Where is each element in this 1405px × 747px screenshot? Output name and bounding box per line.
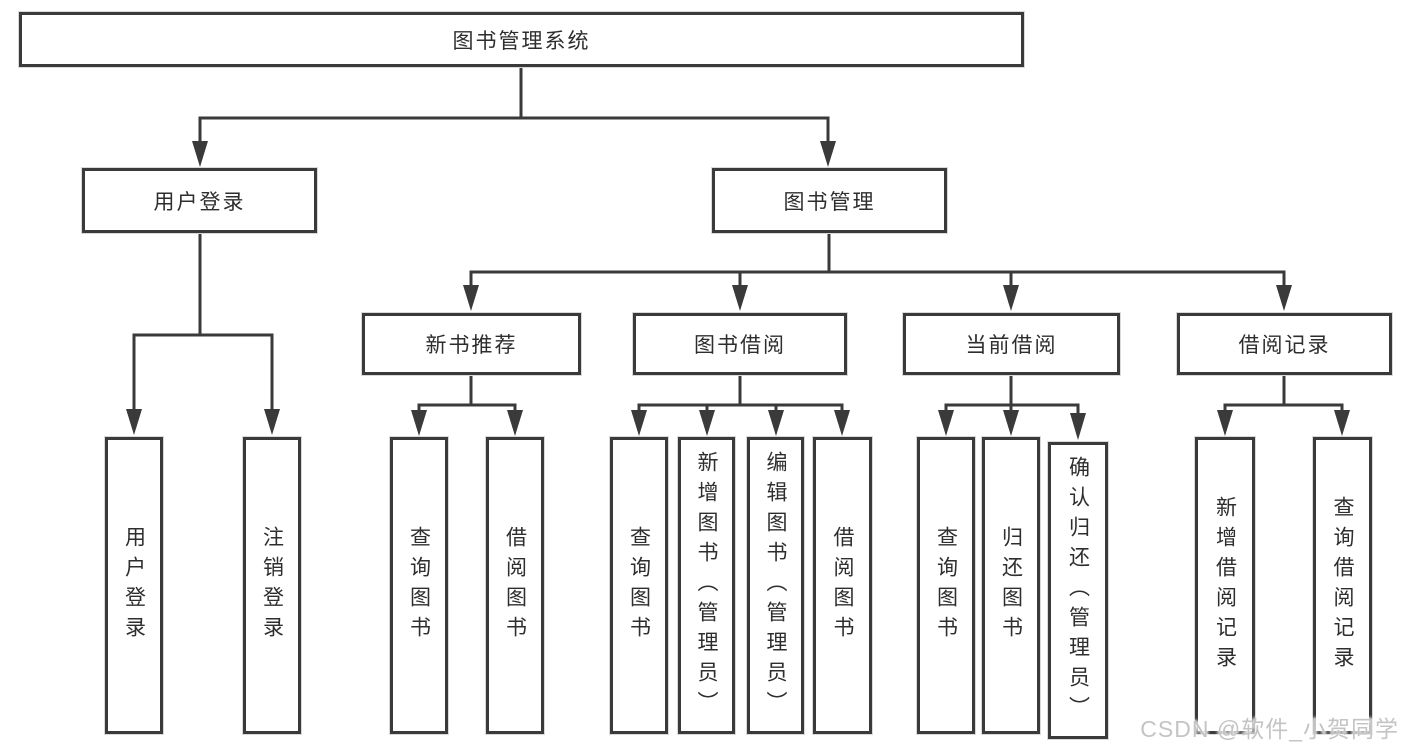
arrow-down-icon xyxy=(938,410,954,436)
arrow-down-icon xyxy=(507,410,523,436)
node-new-book-recommend: 新书推荐 xyxy=(362,313,581,375)
leaf-current-confirm-return-admin: 确认归还（管理员） xyxy=(1048,442,1108,739)
arrow-down-icon xyxy=(192,141,208,167)
leaf-label: 注销登录 xyxy=(260,525,284,646)
arrow-down-icon xyxy=(463,285,479,311)
node-user-login: 用户登录 xyxy=(82,168,317,233)
leaf-label: 查询图书 xyxy=(407,525,431,646)
leaf-recommend-borrow-books: 借阅图书 xyxy=(486,437,544,734)
arrow-down-icon xyxy=(732,285,748,311)
arrow-down-icon xyxy=(1070,413,1086,440)
leaf-borrow-borrow-books: 借阅图书 xyxy=(813,437,872,734)
arrowhead-icons xyxy=(126,141,1350,440)
arrow-down-icon xyxy=(1334,410,1350,436)
arrow-down-icon xyxy=(768,410,784,436)
leaf-records-query-record: 查询借阅记录 xyxy=(1313,437,1372,734)
arrow-down-icon xyxy=(1003,285,1019,311)
arrow-down-icon xyxy=(126,409,142,435)
leaf-label: 新增图书（管理员） xyxy=(695,450,718,721)
leaf-label: 借阅图书 xyxy=(503,525,527,646)
arrow-down-icon xyxy=(1217,410,1233,436)
arrow-down-icon xyxy=(631,410,647,436)
node-current-borrow: 当前借阅 xyxy=(903,313,1120,375)
leaf-label: 确认归还（管理员） xyxy=(1066,455,1090,726)
arrow-down-icon xyxy=(699,410,715,436)
leaf-label: 查询图书 xyxy=(627,525,651,646)
arrow-down-icon xyxy=(264,409,280,435)
leaf-records-add-record: 新增借阅记录 xyxy=(1195,437,1255,734)
leaf-recommend-query-books: 查询图书 xyxy=(390,437,448,734)
arrow-down-icon xyxy=(1003,410,1019,436)
leaf-current-query-books: 查询图书 xyxy=(917,437,975,734)
leaf-label: 新增借阅记录 xyxy=(1213,495,1237,676)
leaf-user-login: 用户登录 xyxy=(105,437,163,734)
watermark: CSDN @软件_小贺同学 xyxy=(1140,716,1399,742)
arrow-down-icon xyxy=(411,410,427,436)
leaf-current-return-books: 归还图书 xyxy=(982,437,1040,734)
leaf-borrow-add-books-admin: 新增图书（管理员） xyxy=(678,437,735,734)
arrow-down-icon xyxy=(820,141,836,167)
leaf-borrow-query-books: 查询图书 xyxy=(610,437,668,734)
leaf-label: 编辑图书（管理员） xyxy=(764,450,787,721)
leaf-borrow-edit-books-admin: 编辑图书（管理员） xyxy=(747,437,804,734)
node-book-borrow: 图书借阅 xyxy=(633,313,847,375)
arrow-down-icon xyxy=(1276,285,1292,311)
leaf-label: 用户登录 xyxy=(122,525,146,646)
leaf-logout: 注销登录 xyxy=(243,437,301,734)
node-borrow-records: 借阅记录 xyxy=(1177,313,1392,375)
leaf-label: 查询图书 xyxy=(934,525,958,646)
leaf-label: 查询借阅记录 xyxy=(1331,495,1354,676)
leaf-label: 借阅图书 xyxy=(831,525,854,646)
arrow-down-icon xyxy=(834,410,850,436)
leaf-label: 归还图书 xyxy=(999,525,1023,646)
node-book-management: 图书管理 xyxy=(712,168,947,233)
node-root: 图书管理系统 xyxy=(19,12,1024,67)
